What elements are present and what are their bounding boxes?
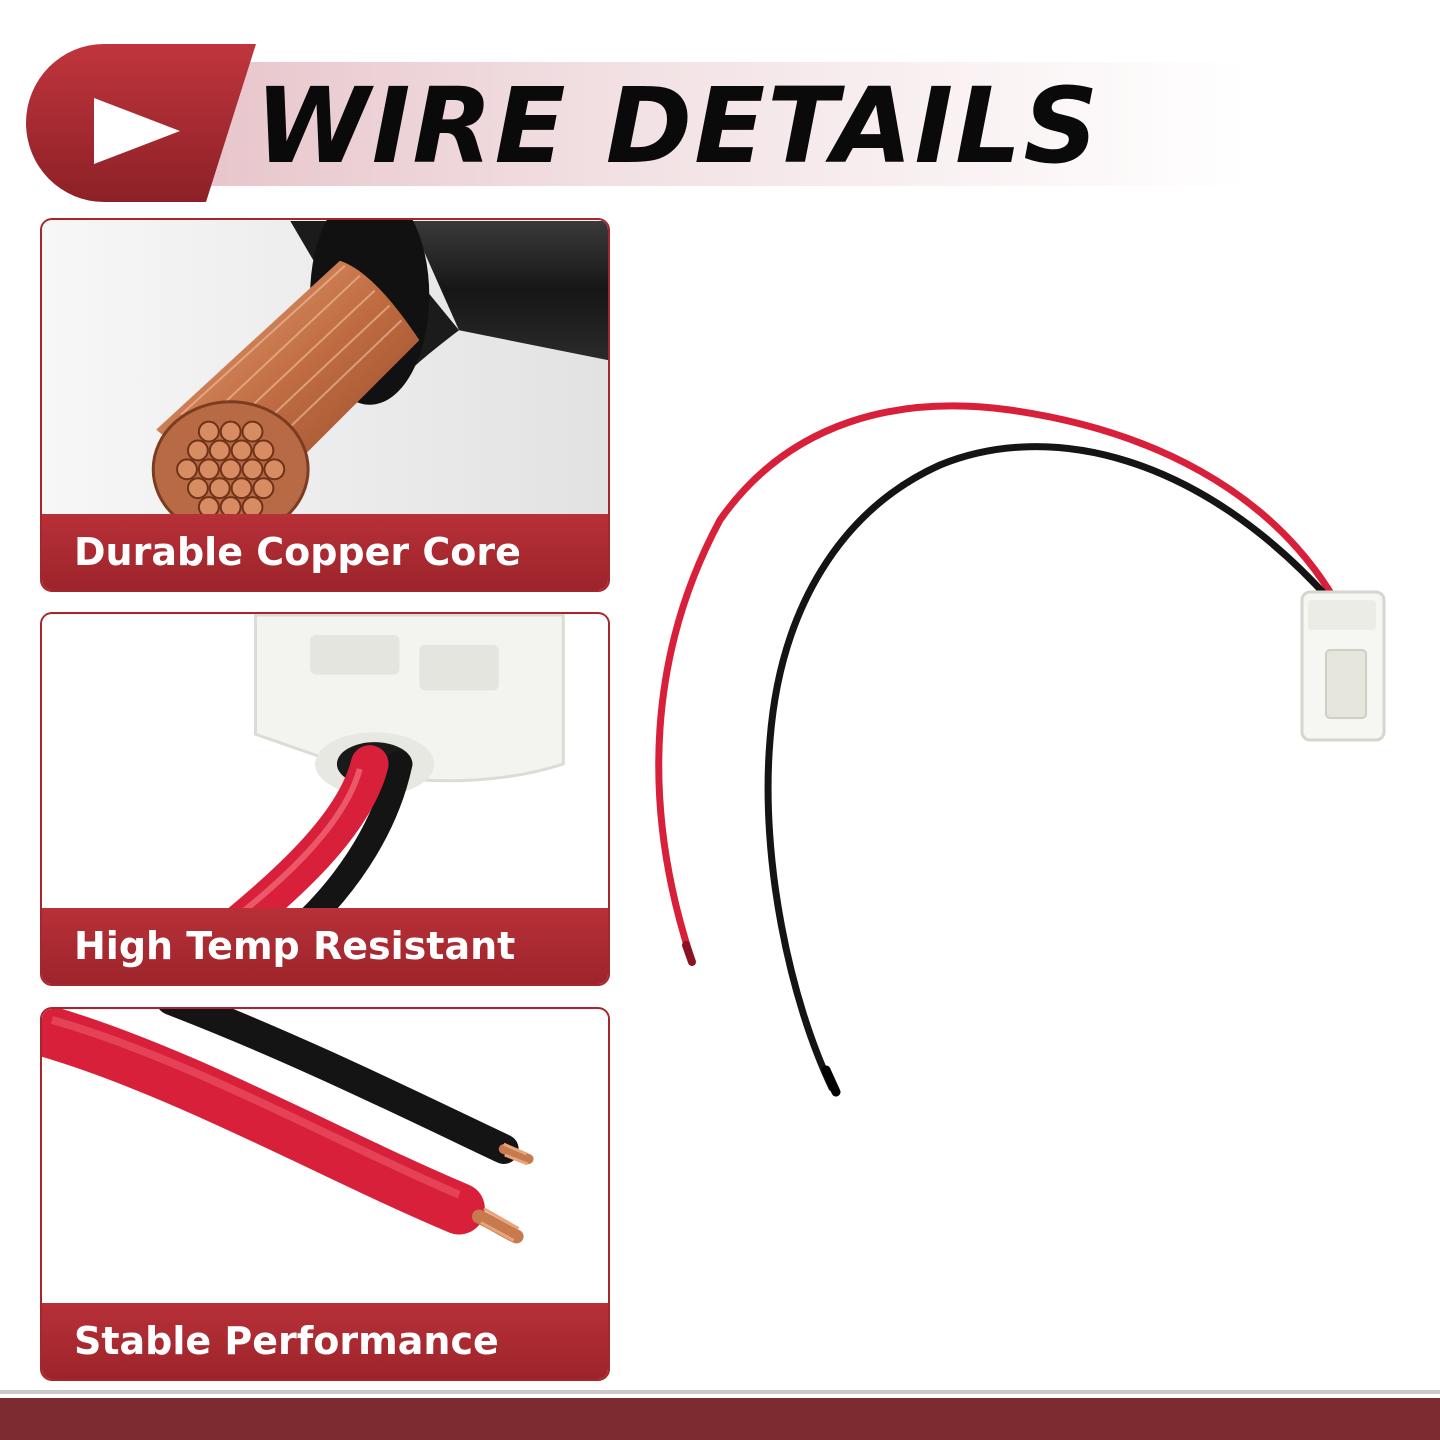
copper-core-illustration [42,220,608,520]
feature-caption: High Temp Resistant [42,908,608,984]
feature-label-copper-core: Durable Copper Core [74,530,521,574]
header-strip [150,62,1250,186]
feature-caption: Stable Performance [42,1303,608,1379]
bottom-divider [0,1390,1440,1394]
page-title: WIRE DETAILS [255,65,1101,187]
wire-harness-illustration [655,402,1386,1097]
header-banner: WIRE DETAILS [0,0,1440,220]
play-icon [94,98,180,164]
connector-closeup-illustration [42,614,608,914]
red-wire [655,402,1339,959]
feature-caption: Durable Copper Core [42,514,608,590]
black-wire [764,443,1334,1092]
feature-label-stable-performance: Stable Performance [74,1319,499,1363]
feature-panel-high-temp: High Temp Resistant [40,612,610,986]
bottom-bar [0,1390,1440,1440]
white-connector [1300,590,1386,742]
feature-panel-copper-core: Durable Copper Core [40,218,610,592]
stripped-wire-ends-illustration [42,1009,608,1308]
feature-panel-stable-performance: Stable Performance [40,1007,610,1381]
feature-label-high-temp: High Temp Resistant [74,924,516,968]
